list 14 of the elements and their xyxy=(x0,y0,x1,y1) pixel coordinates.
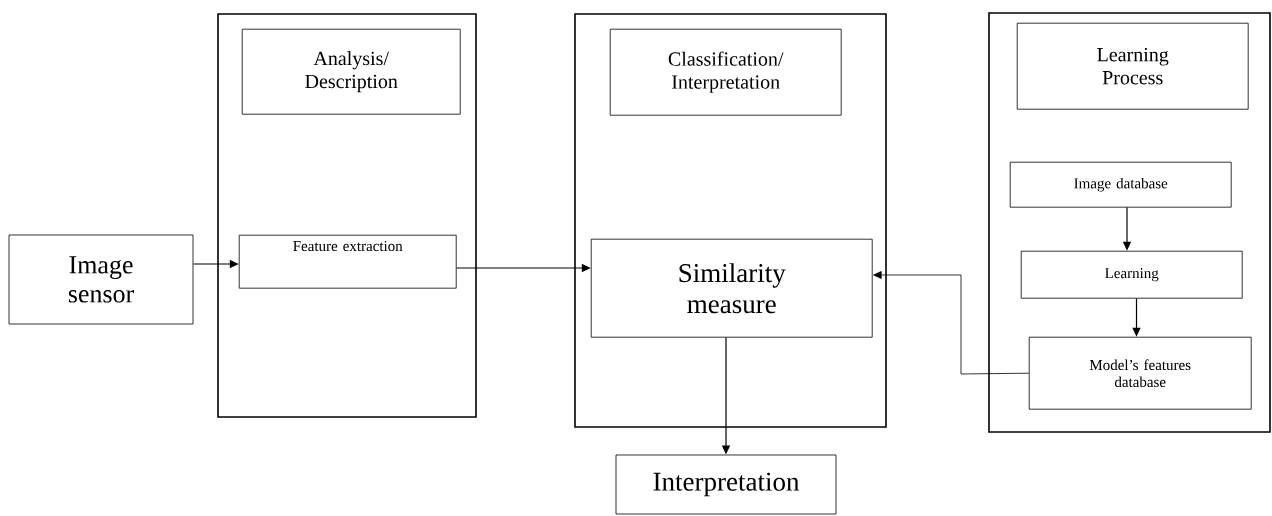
inner-box: Feature extraction xyxy=(238,234,457,289)
stage-panel xyxy=(217,13,477,418)
inner-box: Analysis/ Description xyxy=(241,28,461,115)
inner-box: Model’s features database xyxy=(1028,336,1252,410)
inner-box: Similarity measure xyxy=(590,238,873,338)
inner-box: Image database xyxy=(1009,161,1232,208)
process-box: Interpretation xyxy=(615,454,837,515)
stage-panel xyxy=(574,13,887,428)
inner-box: Learning Process xyxy=(1016,22,1249,110)
stage-panel xyxy=(988,12,1271,433)
inner-box: Classification/ Interpretation xyxy=(609,28,842,116)
inner-box: Learning xyxy=(1020,250,1243,299)
arrow xyxy=(873,271,1030,375)
process-box: Image sensor xyxy=(8,234,194,325)
